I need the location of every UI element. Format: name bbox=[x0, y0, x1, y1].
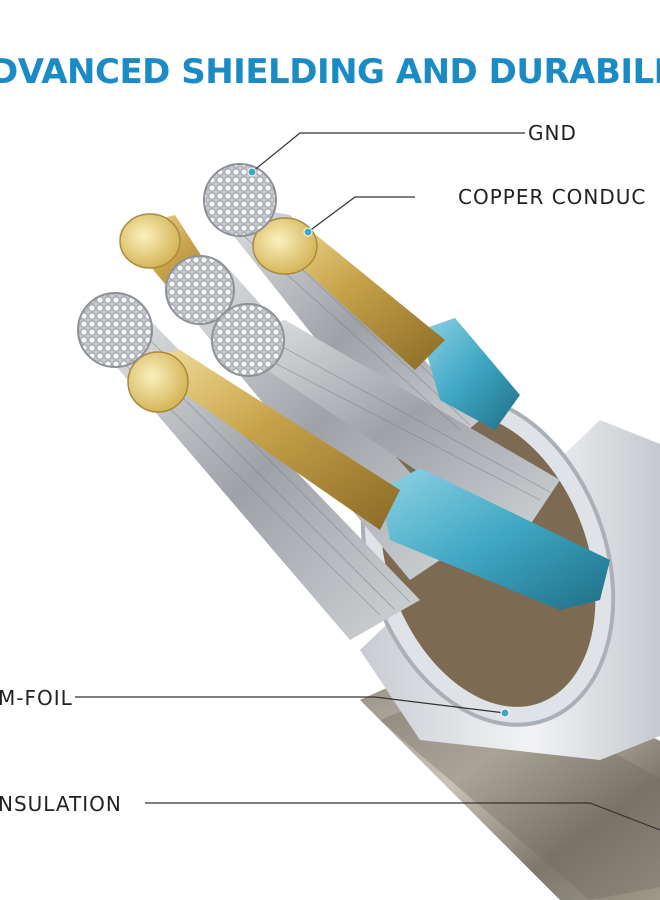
label-copper-conductor: COPPER CONDUC bbox=[458, 185, 647, 209]
label-insulation: NSULATION bbox=[0, 792, 122, 816]
copper-cap-back bbox=[119, 213, 181, 269]
strand-cap-gnd bbox=[203, 163, 277, 237]
strand-cap-right bbox=[211, 303, 285, 377]
strand-cap-left bbox=[77, 292, 153, 368]
leader-dot-foil bbox=[500, 708, 510, 718]
leader-line-foil bbox=[75, 696, 506, 714]
blue-insulated-conductor-upper bbox=[420, 318, 520, 430]
blue-insulated-conductor-lower bbox=[380, 468, 610, 610]
label-gnd: GND bbox=[528, 121, 577, 145]
label-foil: M-FOIL bbox=[0, 686, 73, 710]
leader-line-gnd bbox=[251, 132, 525, 173]
leader-line-copper bbox=[307, 196, 415, 233]
copper-cap-upper bbox=[252, 217, 318, 275]
silver-strand-bundle-right bbox=[215, 320, 560, 540]
leader-dot-copper bbox=[303, 227, 313, 237]
page-heading: DVANCED SHIELDING AND DURABILIT bbox=[0, 52, 660, 92]
leader-line-insulation bbox=[145, 802, 660, 831]
strand-cap-center bbox=[165, 255, 235, 325]
leader-dot-gnd bbox=[247, 167, 257, 177]
copper-conductor-lower bbox=[135, 350, 400, 530]
copper-cap-lower bbox=[127, 351, 189, 413]
